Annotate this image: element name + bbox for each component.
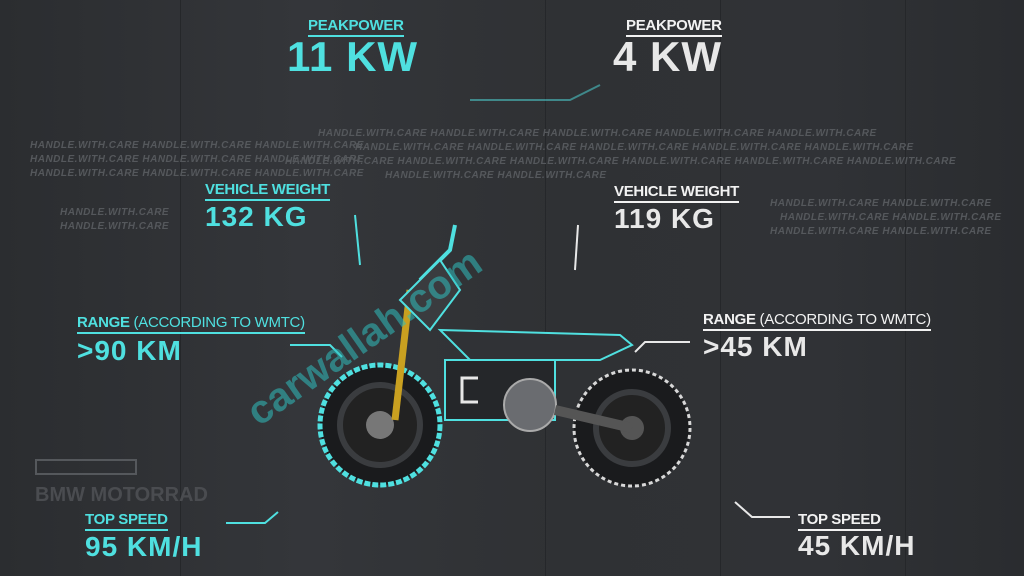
handle-with-care-text: HANDLE.WITH.CARE HANDLE.WITH.CARE HANDLE… <box>318 128 877 139</box>
handle-with-care-text: HANDLE.WITH.CARE HANDLE.WITH.CARE HANDLE… <box>30 168 364 179</box>
right-peak-power-label: PEAKPOWER <box>626 17 722 37</box>
handle-with-care-text: HANDLE.WITH.CARE HANDLE.WITH.CARE HANDLE… <box>285 156 957 167</box>
right-peak-power-value: 4 KW <box>613 33 722 80</box>
left-top-speed-value: 95 KM/H <box>85 531 203 562</box>
handle-with-care-text: HANDLE.WITH.CARE HANDLE.WITH.CARE HANDLE… <box>30 140 364 151</box>
front-wheel <box>317 362 443 488</box>
handle-with-care-text: HANDLE.WITH.CARE <box>60 207 170 218</box>
handle-with-care-text: HANDLE.WITH.CARE <box>60 221 170 232</box>
left-peak-power-label: PEAKPOWER <box>308 17 404 37</box>
handle-with-care-text: HANDLE.WITH.CARE HANDLE.WITH.CARE <box>385 170 607 181</box>
right-weight-label: VEHICLE WEIGHT <box>614 183 739 203</box>
handle-with-care-text: HANDLE.WITH.CARE HANDLE.WITH.CARE HANDLE… <box>30 154 364 165</box>
left-range-value: >90 KM <box>77 335 182 366</box>
right-top-speed-label: TOP SPEED <box>798 511 881 531</box>
left-weight-label: VEHICLE WEIGHT <box>205 181 330 201</box>
handle-with-care-text: HANDLE.WITH.CARE HANDLE.WITH.CARE <box>770 226 992 237</box>
brand-text: BMW MOTORRAD <box>35 484 208 506</box>
left-top-speed-label: TOP SPEED <box>85 511 168 531</box>
deco-box <box>35 459 137 475</box>
left-peak-power-value: 11 KW <box>287 33 419 80</box>
right-weight-value: 119 KG <box>614 203 715 234</box>
left-weight-value: 132 KG <box>205 201 308 232</box>
right-range-value: >45 KM <box>703 331 808 362</box>
frame <box>391 224 634 433</box>
handle-with-care-text: HANDLE.WITH.CARE HANDLE.WITH.CARE HANDLE… <box>355 142 914 153</box>
handle-with-care-text: HANDLE.WITH.CARE HANDLE.WITH.CARE <box>780 212 1002 223</box>
left-range-label: RANGE (ACCORDING TO WMTC) <box>77 314 305 334</box>
handle-with-care-text: HANDLE.WITH.CARE HANDLE.WITH.CARE <box>770 198 992 209</box>
right-top-speed-value: 45 KM/H <box>798 530 916 561</box>
right-range-label: RANGE (ACCORDING TO WMTC) <box>703 311 931 331</box>
